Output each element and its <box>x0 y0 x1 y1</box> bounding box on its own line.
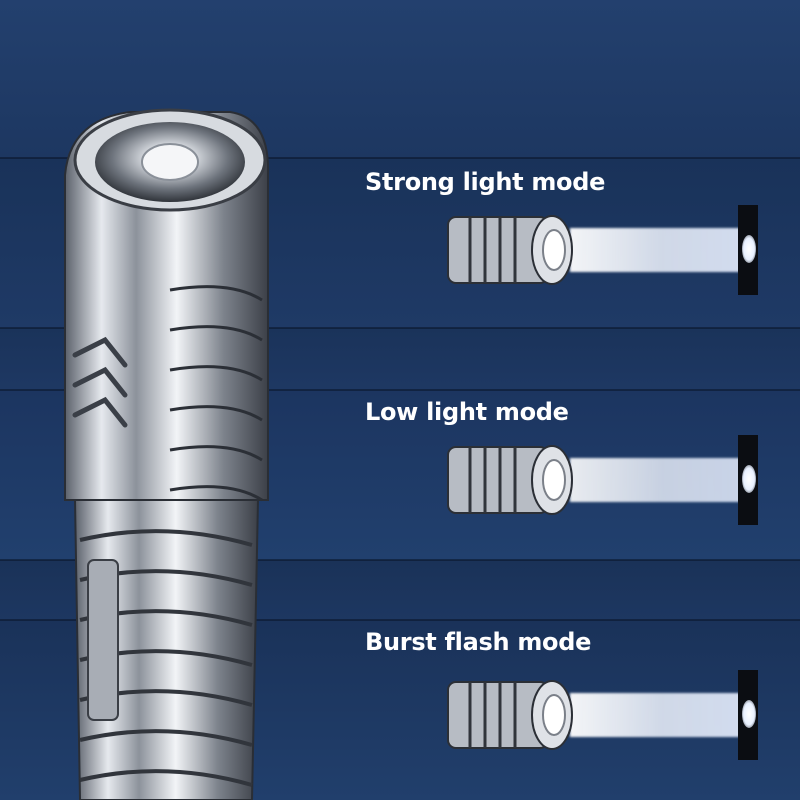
panel-seam <box>0 389 800 391</box>
panel-seam <box>0 327 800 329</box>
target-plate <box>738 670 758 760</box>
target-plate <box>738 435 758 525</box>
small-flashlight <box>447 680 573 750</box>
mode-label-burst: Burst flash mode <box>365 628 592 656</box>
panel-seam <box>0 157 800 159</box>
main-flashlight <box>64 108 270 800</box>
light-beam <box>570 458 752 502</box>
small-flashlight <box>447 445 573 515</box>
small-flashlight <box>447 215 573 285</box>
mode-illustration-strong <box>440 205 780 295</box>
panel-seam <box>0 559 800 561</box>
panel-seam <box>0 619 800 621</box>
target-plate <box>738 205 758 295</box>
light-beam <box>570 693 752 737</box>
mode-illustration-low <box>440 435 780 525</box>
light-beam <box>570 228 752 272</box>
mode-illustration-burst <box>440 670 780 760</box>
mode-label-strong: Strong light mode <box>365 168 606 196</box>
mode-label-low: Low light mode <box>365 398 569 426</box>
